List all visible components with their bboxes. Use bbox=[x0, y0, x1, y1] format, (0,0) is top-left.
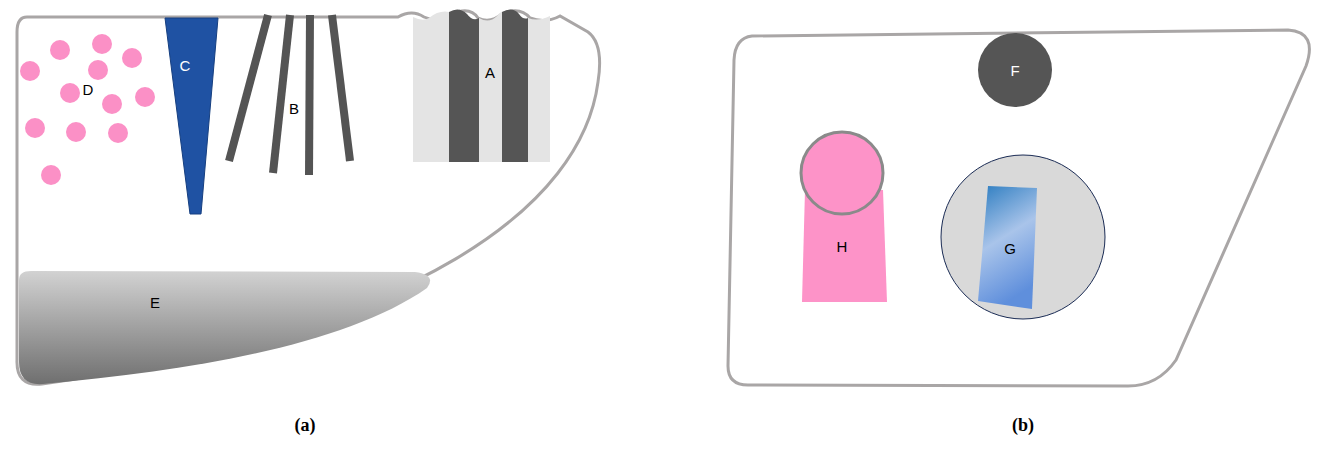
shape-outline bbox=[940, 154, 1106, 320]
shape-label: A bbox=[485, 65, 495, 80]
filled-circle: F bbox=[977, 32, 1053, 108]
line-group bbox=[229, 15, 350, 175]
shape-outline bbox=[17, 266, 437, 386]
wedge-shape: C bbox=[165, 18, 218, 214]
shape-label: H bbox=[837, 239, 848, 254]
shape-outline bbox=[798, 130, 890, 304]
shape-label: C bbox=[180, 58, 191, 73]
shape-label: E bbox=[150, 295, 160, 310]
region-label: D bbox=[83, 82, 94, 97]
shaded-region: E bbox=[17, 266, 437, 386]
shape-label: F bbox=[1010, 63, 1019, 78]
shape-outline bbox=[413, 8, 550, 162]
panel-caption: (b) bbox=[1012, 416, 1034, 434]
striped-band: A bbox=[413, 8, 550, 162]
keyhole-shape: H bbox=[798, 130, 890, 304]
region-label: B bbox=[289, 101, 299, 116]
panel-caption: (a) bbox=[295, 416, 316, 434]
circle-with-wedge: G bbox=[940, 154, 1106, 320]
organ-outline bbox=[728, 30, 1309, 386]
dot-cluster bbox=[20, 34, 155, 185]
shape-label: G bbox=[1004, 241, 1016, 256]
shape-outline bbox=[165, 18, 218, 214]
